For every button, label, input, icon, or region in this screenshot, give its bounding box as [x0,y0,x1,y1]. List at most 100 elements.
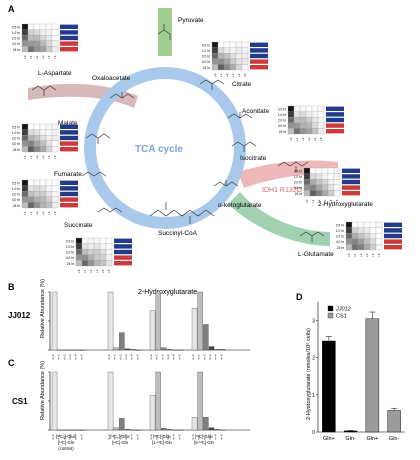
heatmap-cell [357,227,365,234]
label-fumarate: Fumarate [54,171,82,178]
panel-c-bar [166,429,173,431]
heatmap-cell [33,123,41,130]
panel-b-category-label: m+1 [57,354,61,360]
heatmap-cell [93,237,101,244]
heatmap-cell [241,41,249,48]
heatmap-cell [327,179,335,185]
heatmap-cell [51,146,59,153]
heatmap-col-label: +0 [213,73,217,77]
heatmap-cell [51,23,59,30]
panel-b-bar [161,347,167,351]
heatmap-cell [241,47,249,54]
heatmap-cell [21,29,29,36]
aconitate-molecule [227,112,253,119]
heatmap-col-label: +2 [89,269,93,273]
heatmap-colorbar [114,238,132,243]
panel-c-category-label: m+5 [177,434,181,440]
heatmap-cell [39,185,47,192]
heatmap-cell [33,23,41,30]
panel-b-bar [166,349,173,351]
panel-b-bar [124,348,131,351]
heatmap-cell [235,53,243,59]
panel-c-bar [161,428,167,431]
hg-branch [238,160,338,188]
heatmap-cell [327,167,335,174]
panel-b-bar [119,332,125,351]
heatmap-cell [303,167,311,174]
heatmap-cell [45,196,53,203]
heatmap-cell [51,140,59,147]
panel-b-bar [220,349,226,351]
heatmap-col-label: +1 [295,137,299,141]
heatmap-cell [287,117,295,123]
condition-label: [¹²C]-Gln [58,440,75,445]
heatmap-cell [87,249,95,255]
heatmap-cell [45,202,53,209]
heatmap-cell [369,238,377,245]
heatmap-cell [39,202,47,209]
label-akg: α-ketoglutarate [218,202,262,209]
heatmap-row-label: 0.5 hr [66,239,75,243]
heatmap-cell [321,179,329,185]
heatmap-colorbar [342,174,360,179]
heatmap-col-label: +3 [323,199,327,203]
panel-c-category-label: m+4 [74,434,78,440]
heatmap-cell [229,58,237,65]
heatmap-cell [315,167,323,174]
heatmap-cell [93,243,101,250]
heatmap-col-label: +4 [313,137,317,141]
heatmap-cell [105,249,113,255]
heatmap-cell [21,179,29,186]
heatmap-cell [229,53,237,59]
heatmap-colorbar [384,222,402,227]
heatmap-cell [45,140,53,147]
heatmap-cell [93,254,101,261]
heatmap-cell [27,185,35,192]
panel-c-bar [113,427,119,431]
panel-d-y-tick-label: 3 [312,319,315,325]
panel-b-title: 2-Hydroxyglutarate [138,289,197,296]
heatmap-cell [81,249,89,255]
heatmap-cell [87,254,95,261]
heatmap-cell [351,238,359,245]
heatmap-cell [223,41,231,48]
heatmap-cell [45,46,53,53]
heatmap-row-label: 24 hr [13,148,21,152]
heatmap-row-label: 1.0 hr [12,31,21,35]
heatmap-cell [315,184,323,191]
panel-c-category-label: m+0 [51,434,55,440]
heatmap-colorbar [342,168,360,173]
heatmap-cell [303,184,311,191]
heatmap-cell [223,53,231,59]
heatmap-cell [327,184,335,191]
heatmap-row-label: 2.0 hr [336,235,345,239]
heatmap-cell [369,244,377,251]
panel-c-category-label: m+1 [113,434,117,440]
heatmap-colorbar [250,53,268,59]
heatmap-row-label: 2.0 hr [202,55,211,59]
panel-d-category-label: Gln- [389,436,400,442]
heatmap-cell [39,196,47,203]
heatmap-cell [105,237,113,244]
heatmap-cell [21,146,29,153]
label-succinate: Succinate [64,222,93,229]
heatmap-cell [33,191,41,197]
heatmap-cell [311,117,319,123]
heatmap-row-label: 4.0 hr [12,142,21,146]
heatmap-cell [51,129,59,136]
heatmap-cell [305,122,313,129]
heatmap-colorbar [60,124,78,129]
heatmap-cell [241,53,249,59]
heatmap-cell [357,233,365,239]
heatmap-colorbar [250,59,268,64]
heatmap-col-label: +5 [107,269,111,273]
pyruvate-branch [158,8,172,56]
heatmap-col-label: +4 [329,199,333,203]
heatmap-col-label: +0 [289,137,293,141]
label-hg: 2-Hydroxyglutarate [318,201,373,208]
panel-c-letter: C [8,358,15,368]
heatmap-col-label: +1 [29,155,33,159]
heatmap-row-label: 4.0 hr [12,42,21,46]
